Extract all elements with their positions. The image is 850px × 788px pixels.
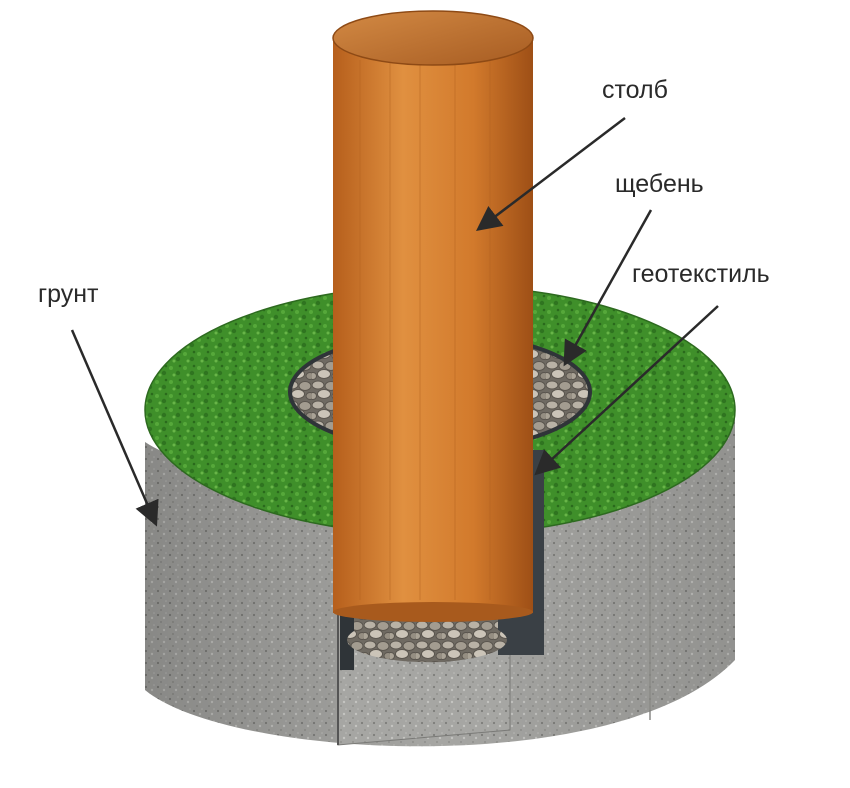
wood-post-bottom: [333, 602, 533, 622]
wood-post-top: [332, 10, 534, 66]
arrow-post: [476, 117, 626, 232]
label-post: столб: [602, 76, 668, 104]
arrow-gravel: [563, 209, 653, 367]
label-geotextile: геотекстиль: [632, 260, 770, 288]
arrow-geotextile: [534, 305, 719, 476]
label-gravel: щебень: [615, 170, 704, 198]
wood-post-body: [333, 38, 533, 613]
wood-grain: [359, 60, 491, 600]
label-soil: грунт: [38, 280, 99, 308]
arrow-soil: [70, 329, 159, 527]
gravel-bottom: [347, 618, 507, 662]
